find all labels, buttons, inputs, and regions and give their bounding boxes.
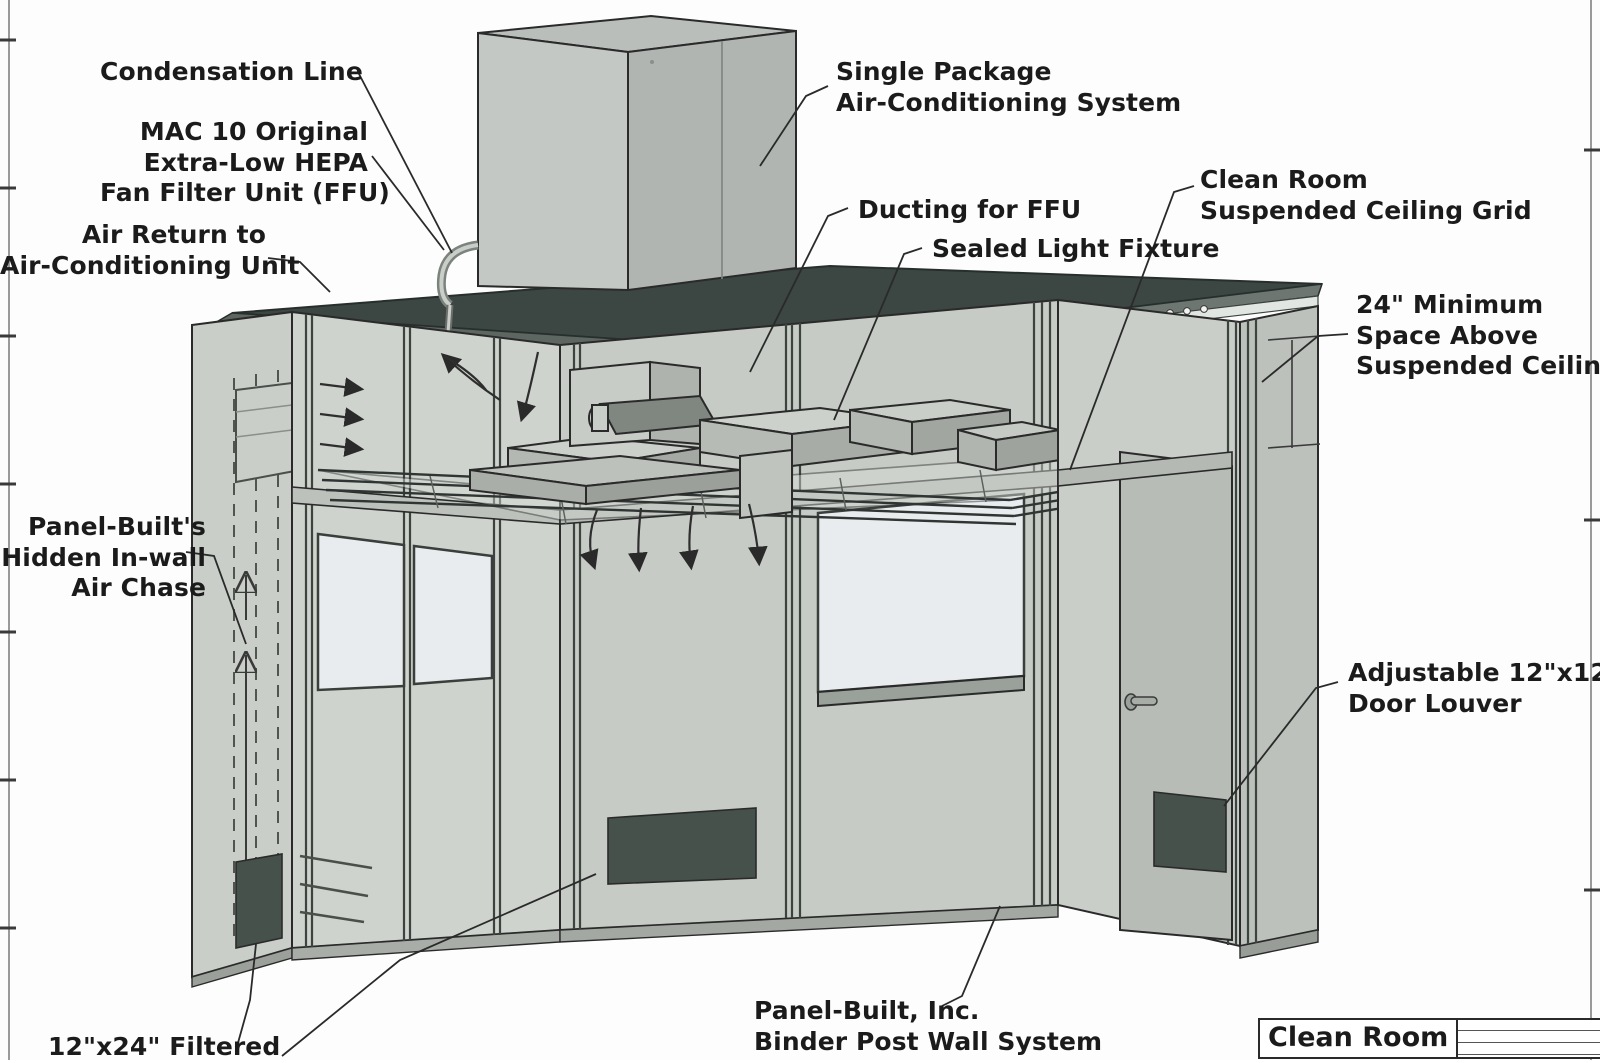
callout-suspended-ceiling-grid: Clean Room Suspended Ceiling Grid (1200, 165, 1532, 225)
callout-condensation-line: Condensation Line (100, 57, 363, 86)
page-border-tickmarks (0, 38, 1600, 930)
title-block: Clean Room (1258, 1018, 1600, 1059)
callout-hidden-in-wall-air-chase: Panel-Built's Hidden In-wall Air Chase (1, 512, 206, 602)
wall-louver-center (607, 807, 757, 885)
callout-adjustable-door-louver: Adjustable 12"x12" Door Louver (1348, 658, 1600, 718)
callout-ducting-for-ffu: Ducting for FFU (858, 195, 1082, 224)
callout-package-ac-system: Single Package Air-Conditioning System (836, 57, 1182, 117)
callout-sealed-light-fixture: Sealed Light Fixture (932, 234, 1220, 263)
title-block-name: Clean Room (1258, 1018, 1459, 1059)
callout-filtered-return: 12"x24" Filtered (48, 1032, 281, 1061)
door-louver (1153, 791, 1227, 873)
plenum-rail (291, 469, 1059, 525)
clean-room-door[interactable] (1119, 450, 1233, 942)
callout-panel-built-wall-system: Panel-Built, Inc. Binder Post Wall Syste… (754, 996, 1103, 1056)
window-right (816, 492, 1026, 708)
left-side-wall (191, 310, 293, 988)
airflow-supply-arrows-left (319, 377, 365, 457)
airflow-return-arrows (440, 351, 540, 423)
door-handle-icon[interactable] (1124, 693, 1158, 711)
page-border-marks (8, 0, 1592, 1060)
callout-minimum-space-above-ceiling: 24" Minimum Space Above Suspended Ceilin… (1356, 290, 1600, 380)
door-header (1057, 451, 1233, 487)
window-left-a (316, 532, 406, 692)
plenum-equipment (469, 360, 1061, 520)
left-wall-flow-marks (299, 854, 373, 924)
leader-lines (185, 71, 1349, 1057)
package-ac-unit (477, 14, 797, 292)
callout-air-return: Air Return to Air-Conditioning Unit (0, 220, 300, 280)
air-return-opening (235, 380, 301, 484)
filtered-return-grille-left (235, 853, 283, 949)
condensation-pipe (436, 240, 479, 334)
callout-fan-filter-unit: MAC 10 Original Extra-Low HEPA Fan Filte… (100, 117, 390, 207)
airflow-down-arrows (579, 503, 768, 573)
window-left-b (412, 544, 494, 686)
title-block-grid (1458, 1018, 1600, 1059)
